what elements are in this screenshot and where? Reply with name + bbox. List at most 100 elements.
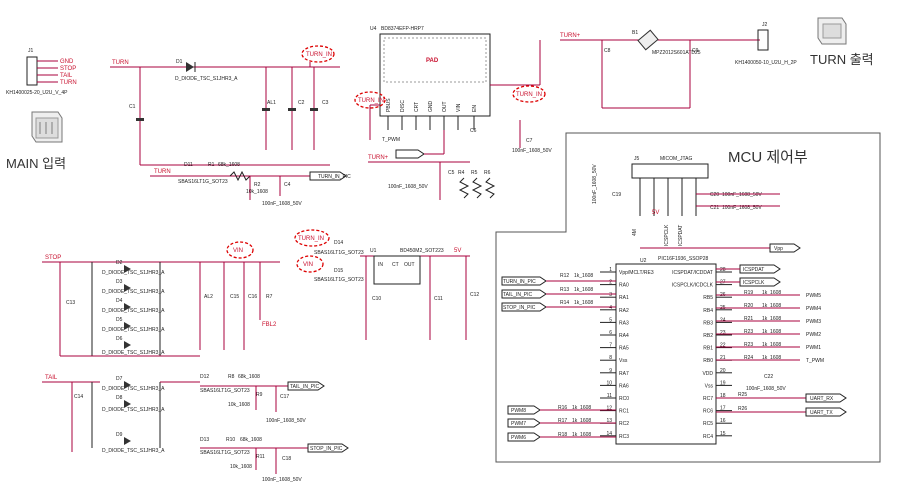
r19-val: 1k_1608 xyxy=(762,290,781,296)
r5-ref: R5 xyxy=(471,170,478,176)
u2-left-pin-label: RA6 xyxy=(619,383,629,389)
u4-pad: PAD xyxy=(426,58,439,64)
net-tail: TAIL xyxy=(45,375,58,381)
u4-pin-vin: VIN xyxy=(456,103,462,112)
c5-val: 100nF_1608_50V xyxy=(388,184,428,190)
r21-val: 1k_1608 xyxy=(762,316,781,322)
r6-ref: R6 xyxy=(484,170,491,176)
stop-section: STOP D2 D_DIODE_TSC_S1JHR3_A D3 D_DIODE_… xyxy=(42,241,280,357)
r9-val: 10k_1608 xyxy=(228,402,250,408)
mcu-block-frame xyxy=(495,132,881,463)
connector-3d-icon-main xyxy=(31,111,63,143)
net-turn-in-4: TURN_IN xyxy=(298,236,324,242)
c4-val: 100nF_1608_50V xyxy=(262,201,302,207)
u2-right-pin-label: RB2 xyxy=(703,333,713,339)
d8-part: D_DIODE_TSC_S1JHR3_A xyxy=(102,407,165,413)
u2-right-pin-number: 23 xyxy=(720,330,726,336)
jtag-pin-4m: 4M xyxy=(632,229,638,236)
d7-part: D_DIODE_TSC_S1JHR3_A xyxy=(102,386,165,392)
net-turn-top: TURN xyxy=(112,60,129,66)
regulator-section: TURN_IN VIN D14 SBAS16LT1G_SOT23 D15 SBA… xyxy=(294,229,479,340)
r24-ref: R24 xyxy=(744,355,753,361)
u1-pin-out: OUT xyxy=(404,262,415,268)
u2-left-pin-number: 1 xyxy=(609,267,612,273)
r8-val: 68k_1608 xyxy=(238,374,260,380)
vin-highlight-1 xyxy=(226,241,254,259)
turn-in-highlight-2 xyxy=(354,91,386,109)
net-stop-in-pic-1: STOP_IN_PIC xyxy=(310,446,343,452)
r17-val: 1k_1608 xyxy=(572,418,591,424)
r14-val: 1k_1608 xyxy=(574,300,593,306)
u2-right-pin-label: RB1 xyxy=(703,346,713,352)
r18-ref: R18 xyxy=(558,432,567,438)
r2-val: 10k_1608 xyxy=(246,189,268,195)
u2-left-pin-label: RC2 xyxy=(619,421,629,427)
j5-title: MICOM_JTAG xyxy=(660,156,693,162)
connector-3d-icon-turn xyxy=(817,17,847,45)
u2-right-pin-label: RB0 xyxy=(703,358,713,364)
u2-left-pin-label: Vss xyxy=(619,358,628,364)
turn-in-highlight-1 xyxy=(301,45,335,63)
d5-part: D_DIODE_TSC_S1JHR3_A xyxy=(102,327,165,333)
u4-ic: U4 BD8374EFP-HRP7 PAD PBUS DISC CRT GND … xyxy=(354,26,552,200)
u2-right-pin-label: RB4 xyxy=(703,308,713,314)
u1-pin-ct: CT xyxy=(392,262,399,268)
net-uart-rx: UART_RX xyxy=(810,396,834,402)
c20-val: 100nF_1608_50V xyxy=(722,192,762,198)
u2-right-pin-number: 27 xyxy=(720,280,726,286)
net-turn-in-3: TURN_IN xyxy=(516,92,542,98)
c4-ref: C4 xyxy=(284,182,291,188)
c22-ref: C22 xyxy=(764,374,773,380)
d11-ref: D11 xyxy=(184,162,193,168)
al2-ref: AL2 xyxy=(204,294,213,300)
u4-pin-pbus: PBUS xyxy=(386,98,392,112)
turn-in-highlight-3 xyxy=(512,85,546,103)
r16-val: 1k_1608 xyxy=(572,405,591,411)
c19-ref: C19 xyxy=(612,192,621,198)
connector-j1: J1 GND STOP TAIL TURN KH1400025-20_U2U_V… xyxy=(6,48,77,96)
d9-ref: D9 xyxy=(116,432,123,438)
r7-ref: R7 xyxy=(266,294,273,300)
d15-part: SBAS16LT1G_SOT23 xyxy=(314,277,364,283)
turn-input-section: TURN D1 D_DIODE_TSC_S1JHR3_A C1 AL1 C2 C… xyxy=(110,45,351,207)
c1-ref: C1 xyxy=(129,104,136,110)
u2-left-pin-label: RA4 xyxy=(619,333,629,339)
r18-val: 1k_1608 xyxy=(572,432,591,438)
mcu-u2: U2 PIC16F1936_SSOP28 Vpp Vpp/MCLT/RE31RA… xyxy=(600,243,801,445)
turn-in-highlight-4 xyxy=(294,229,330,247)
r11-ref: R11 xyxy=(256,454,265,460)
u2-left-pin-label: RA7 xyxy=(619,371,629,377)
d12-part: SBAS16LT1G_SOT23 xyxy=(200,388,250,394)
u2-body xyxy=(615,263,717,445)
net-turn-plus-out: TURN+ xyxy=(560,33,581,39)
r11-val: 10k_1608 xyxy=(230,464,252,470)
al1-ref: AL1 xyxy=(267,100,276,106)
net-pwm5: PWM5 xyxy=(806,293,821,299)
d9-part: D_DIODE_TSC_S1JHR3_A xyxy=(102,448,165,454)
u2-right-pin-label: RC6 xyxy=(703,409,713,415)
j1-pin-gnd: GND xyxy=(60,59,74,65)
r23-ref: R23 xyxy=(744,342,753,348)
u2-right-pin-number: 16 xyxy=(720,418,726,424)
d3-part: D_DIODE_TSC_S1JHR3_A xyxy=(102,289,165,295)
jtag-connector-j5: J5 MICOM_JTAG 4M 5V ICSPCLK ICSPDAT C19 … xyxy=(592,156,780,246)
net-icspclk: ICSPCLK xyxy=(743,280,765,286)
u2-left-pins: Vpp/MCLT/RE31RA02RA13RA24RA35RA46RA57Vss… xyxy=(600,267,654,440)
u2-right-pin-number: 17 xyxy=(720,406,726,412)
net-t-pwm-mcu: T_PWM xyxy=(806,358,824,364)
d15-ref: D15 xyxy=(334,268,343,274)
u2-right-pin-label: RB3 xyxy=(703,320,713,326)
net-tail-in-pic-2: TAIL_IN_PIC xyxy=(503,292,532,298)
r10-val: 68k_1608 xyxy=(240,437,262,443)
u2-left-pin-number: 2 xyxy=(609,280,612,286)
u2-right-pin-number: 18 xyxy=(720,393,726,399)
u2-left-pin-label: RC1 xyxy=(619,409,629,415)
c21-val: 100nF_1608_50V xyxy=(722,205,762,211)
u2-right-pin-label: ICSPCLK/ICDCLK xyxy=(672,283,714,289)
d4-part: D_DIODE_TSC_S1JHR3_A xyxy=(102,308,165,314)
u1-part: BD450M2_SOT223 xyxy=(400,248,444,254)
r1-ref: R1 xyxy=(208,162,215,168)
u4-pin-crt: CRT xyxy=(414,102,420,112)
